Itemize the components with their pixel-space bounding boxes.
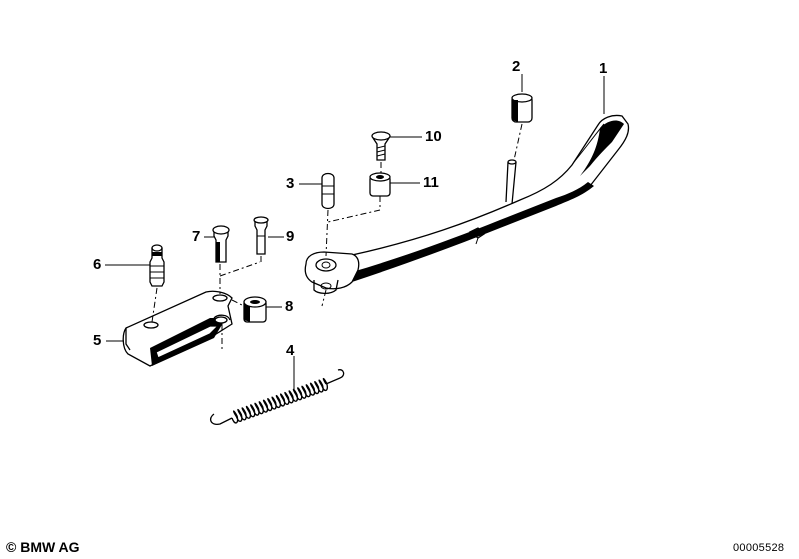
diagram-number: 00005528 [733,542,785,554]
part-4-spring [209,369,345,425]
part-3-pivot-pin [321,172,335,210]
callout-1: 1 [599,60,608,77]
callout-9: 9 [286,228,295,245]
callout-11: 11 [423,174,439,191]
assembly-centerlines [151,123,523,352]
copyright-notice: © BMW AG [6,539,80,555]
part-8-bushing [243,296,267,323]
callout-6: 6 [93,256,102,273]
callout-3: 3 [286,175,295,192]
part-5-bracket [122,290,233,367]
callout-8: 8 [285,298,294,315]
callout-4: 4 [286,342,295,359]
part-6-bolt [149,244,165,287]
part-1-side-stand [304,114,630,295]
part-7-pin [212,225,230,263]
leader-lines [105,74,605,390]
callout-7: 7 [192,228,201,245]
part-2-sleeve [505,93,533,205]
part-10-screw [371,131,391,161]
part-9-pin [253,216,269,255]
callout-5: 5 [93,332,102,349]
callout-2: 2 [512,58,521,75]
part-11-bushing [369,172,391,197]
callout-10: 10 [425,128,442,145]
